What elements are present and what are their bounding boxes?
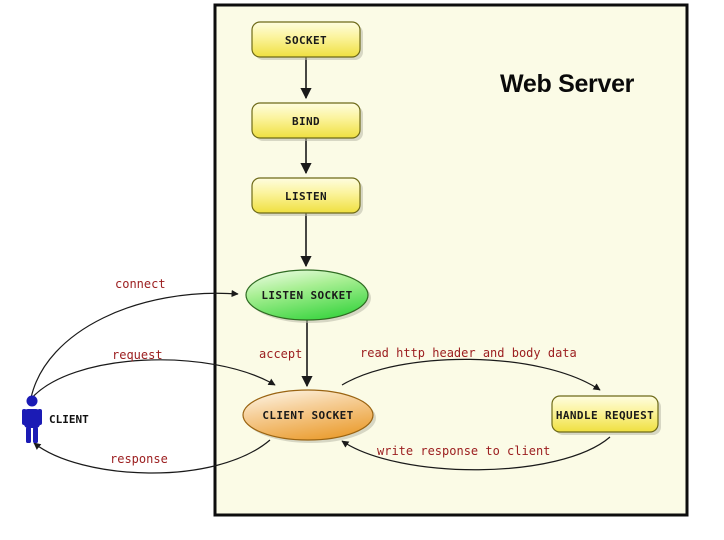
node-listen[interactable]: LISTEN	[251, 177, 363, 216]
node-socket-label: SOCKET	[285, 34, 327, 47]
edge-label-request: request	[112, 348, 163, 362]
node-handle-request-label: HANDLE REQUEST	[556, 409, 654, 422]
page-title: Web Server	[500, 70, 635, 98]
edge-client-socket-to-client	[33, 439, 271, 474]
client-actor-label: CLIENT	[49, 413, 89, 426]
node-listen-socket[interactable]: LISTEN SOCKET	[245, 269, 371, 323]
edge-label-accept: accept	[259, 347, 302, 361]
node-bind-label: BIND	[292, 115, 320, 128]
node-client-socket-label: CLIENT SOCKET	[262, 409, 353, 422]
node-listen-label: LISTEN	[285, 190, 327, 203]
edge-label-response: response	[110, 452, 168, 466]
node-socket[interactable]: SOCKET	[251, 21, 363, 60]
edge-client-socket-to-handle-request	[341, 358, 601, 391]
client-actor[interactable]: CLIENT	[22, 395, 89, 444]
edge-handle-request-to-client-socket	[341, 436, 611, 471]
node-client-socket[interactable]: CLIENT SOCKET	[242, 389, 376, 443]
edge-label-connect: connect	[115, 277, 166, 291]
edge-label-read-http: read http header and body data	[360, 346, 577, 360]
node-bind[interactable]: BIND	[251, 102, 363, 141]
node-listen-socket-label: LISTEN SOCKET	[261, 289, 352, 302]
person-icon	[22, 395, 42, 443]
edge-client-to-listen-socket	[30, 289, 239, 399]
edge-label-write-response: write response to client	[377, 444, 550, 458]
node-handle-request[interactable]: HANDLE REQUEST	[551, 395, 661, 435]
edge-client-to-client-socket	[29, 359, 276, 401]
